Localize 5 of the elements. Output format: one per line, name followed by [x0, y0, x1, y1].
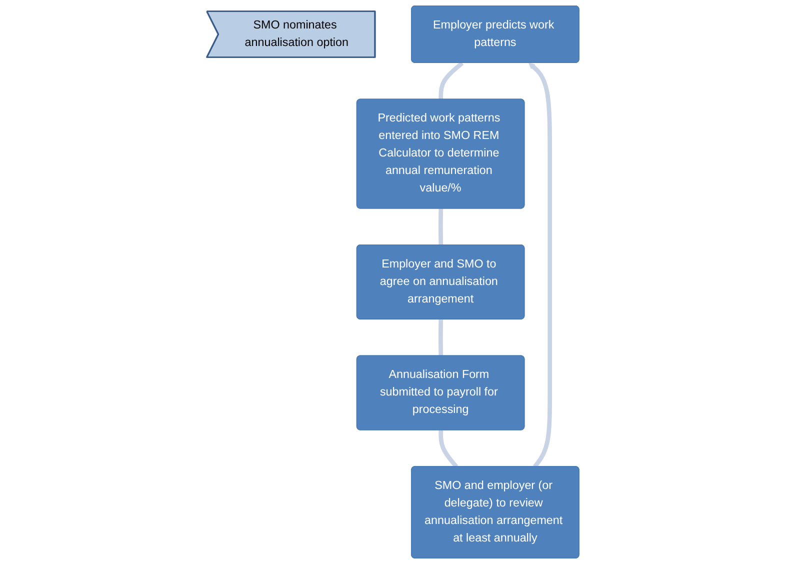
connector	[438, 430, 458, 468]
connector	[438, 319, 443, 356]
arrow	[528, 62, 552, 468]
connector	[438, 208, 443, 246]
connector	[438, 61, 464, 100]
